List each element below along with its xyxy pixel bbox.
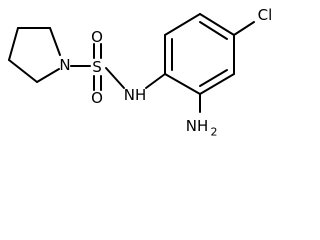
atom-sulfur: S [92,58,102,76]
chemical-structure: N S O O NH Cl NH 2 [8,6,273,139]
bond-ring-c2-c3 [8,59,38,83]
atom-n-pyrrolidine: N [59,56,70,74]
bond-ar-c6-c1 [164,73,201,95]
bond-ring-n-c2 [36,68,60,83]
benzene-ring [164,13,235,95]
atom-oxygen-bottom: O [91,89,103,107]
bond-s-nh [105,67,125,89]
bond-ar-c5-c6 [199,73,235,95]
atom-amine-subscript: 2 [211,126,218,139]
bond-ar-c2-c3 [164,13,201,36]
atom-amine-nh: NH [186,117,209,135]
atom-oxygen-top: O [91,28,103,46]
atom-amine-nh2: NH 2 [186,117,218,139]
bond-ar-inner-c3-c4 [199,21,228,40]
bond-ar-inner-c5-c6 [199,69,228,87]
bond-ar-c3-c4 [199,13,235,36]
atom-chlorine: Cl [258,6,273,24]
pyrrolidine-ring [8,27,61,83]
bond-nh-aryl [145,73,166,89]
bond-ring-c5-n [49,27,61,56]
bond-ar-cl [233,21,255,36]
sulfonamide-bonds [70,43,166,91]
atom-amide-nh: NH [124,86,147,104]
bond-ring-c3-c4 [8,27,19,61]
